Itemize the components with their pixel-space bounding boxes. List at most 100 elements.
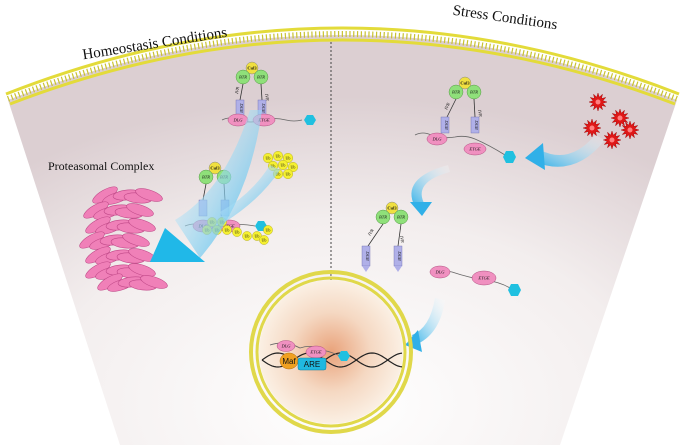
cul3-label: Cul3 — [247, 66, 257, 71]
ubiquitin-label: Ub — [286, 171, 291, 176]
stress-arrow — [535, 135, 605, 167]
ubiquitin-label: Ub — [281, 162, 286, 167]
proteasome-subunit — [122, 233, 150, 247]
ros-core — [617, 115, 623, 121]
ubiquitin-label: Ub — [276, 153, 281, 158]
ubiquitin-node — [288, 161, 299, 172]
ubiquitin-node — [273, 150, 284, 161]
release-arrow-head — [410, 202, 432, 216]
nrf2-hexagon — [503, 151, 516, 163]
cul3-label: Cul3 — [460, 81, 470, 86]
dlg-label: DLG — [434, 270, 445, 275]
etge-label: ETGE — [309, 350, 322, 355]
ubiquitin-label: Ub — [255, 233, 260, 238]
btr-label-left: BTR — [452, 90, 460, 95]
ubiquitin-label: Ub — [225, 227, 230, 232]
dgr-label-left: DGR — [239, 102, 244, 112]
ivr-label-left: IVR — [443, 102, 451, 112]
dgr-right — [470, 116, 480, 134]
ubiquitin-node — [283, 152, 294, 163]
btr-label-left: BTR — [202, 175, 210, 180]
ivr-label-right: IVR — [264, 92, 270, 101]
dlg-label: DLG — [280, 344, 291, 349]
dgr-label-right: DGR — [474, 119, 479, 129]
proteasome-subunit — [128, 263, 156, 277]
dgr-label-right: DGR — [397, 250, 402, 260]
cul3-node — [385, 201, 399, 215]
keap1-complex-stress-top: Cul3 BTR BTR IVR IVR DGR DGR DLG ETGE — [414, 76, 516, 163]
cytoplasm-region — [8, 35, 677, 445]
ubiquitin-label: Ub — [245, 233, 250, 238]
etge-label: ETGE — [257, 118, 270, 123]
stress-arrow-head — [525, 143, 545, 170]
ubiquitin-node — [278, 159, 289, 170]
ubiquitin-node — [263, 152, 274, 163]
ubiquitin-node — [259, 235, 269, 245]
cul3-label: Cul3 — [210, 166, 220, 171]
nrf2-hexagon — [338, 351, 350, 361]
cul3-node — [245, 61, 259, 75]
ivr-label-left: IVR — [234, 86, 240, 95]
stress-title: Stress Conditions — [452, 3, 559, 34]
are-element — [297, 357, 327, 371]
proteasome-subunit — [135, 188, 163, 202]
ros-core — [627, 127, 633, 133]
dgr-label-left: DGR — [365, 250, 370, 260]
ubiquitin-node — [242, 231, 252, 241]
btr-label-left: BTR — [239, 75, 247, 80]
cul3-label: Cul3 — [387, 206, 397, 211]
btr-label-right: BTR — [397, 215, 405, 220]
ivr-label-right: IVR — [477, 108, 483, 117]
dlg-domain — [426, 132, 448, 146]
proteasome-subunit — [128, 218, 156, 232]
degradation-arrow-head — [150, 228, 205, 262]
nrf2-free: DLG ETGE — [429, 265, 521, 296]
keap1-free: Cul3 BTR BTR IVR IVR DGR DGR — [361, 201, 409, 272]
etge-label: ETGE — [477, 276, 490, 281]
ubiquitin-node — [222, 225, 232, 235]
ivr-label-right: IVR — [399, 234, 405, 243]
cell-membrane — [5, 26, 680, 106]
etge-domain — [463, 142, 487, 156]
ub-arrow — [220, 165, 280, 222]
are-label: ARE — [304, 360, 320, 369]
ivr-label-left: IVR — [366, 228, 375, 238]
nrf2-maf-are-complex: DLG ETGE Maf ARE — [269, 340, 350, 371]
ubiquitin-label: Ub — [276, 171, 281, 176]
dlg-label: DLG — [232, 118, 243, 123]
ubiquitin-node — [263, 225, 273, 235]
ros-core — [595, 99, 601, 105]
ros-core — [589, 125, 595, 131]
dlg-label: DLG — [431, 137, 442, 142]
dgr-left — [440, 116, 450, 134]
dlg-domain — [429, 265, 451, 279]
ros-particles — [582, 92, 640, 150]
dlg-domain — [276, 340, 296, 352]
nrf2-hexagon — [304, 115, 316, 125]
ubiquitin-node — [232, 227, 242, 237]
proteasome-subunit — [140, 275, 168, 289]
ubiquitin-label: Ub — [286, 155, 291, 160]
etge-domain — [471, 270, 497, 286]
ubiquitin-label: Ub — [266, 227, 271, 232]
cul3-node — [208, 161, 222, 175]
btr-label-left: BTR — [379, 215, 387, 220]
ros-core — [609, 137, 615, 143]
cul3-node — [458, 76, 472, 90]
ubiquitin-label: Ub — [291, 164, 296, 169]
nrf2-hexagon — [508, 284, 521, 296]
ubiquitin-label: Ub — [266, 155, 271, 160]
ubiquitin-label: Ub — [271, 163, 276, 168]
release-arrow — [411, 165, 450, 207]
keap1-complex-top-left: Cul3 BTR BTR IVR IVR DGR DGR DLG ETGE — [221, 61, 316, 127]
etge-label: ETGE — [468, 147, 481, 152]
dgr-label-left: DGR — [444, 119, 449, 129]
btr-label-right: BTR — [470, 90, 478, 95]
ubiquitin-node — [283, 168, 294, 179]
ubiquitin-label: Ub — [262, 237, 267, 242]
btr-label-right: BTR — [257, 75, 265, 80]
nuclear-import-arrow — [412, 298, 445, 345]
proteasome-subunit — [126, 203, 154, 217]
